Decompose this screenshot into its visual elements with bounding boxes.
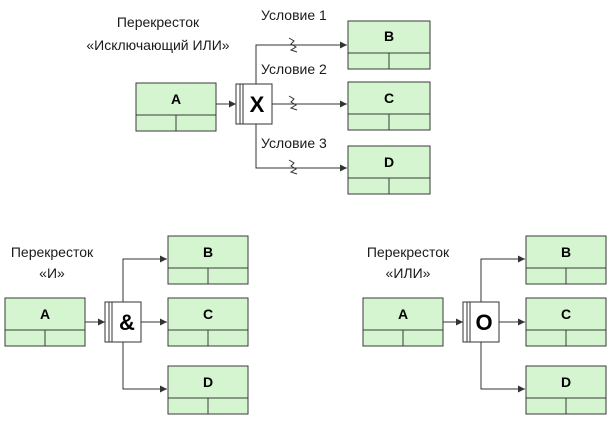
or-source-box-a: A bbox=[362, 297, 444, 347]
and-target-box-b: B bbox=[167, 235, 249, 285]
xor-branch-b-arrow bbox=[255, 41, 347, 84]
xor-source-box-a: A bbox=[135, 82, 217, 132]
or-target-box-d: D bbox=[525, 365, 607, 415]
and-junction: & bbox=[104, 301, 142, 343]
and-source-box-a: A bbox=[4, 297, 86, 347]
xor-caption-line2: «Исключающий ИЛИ» bbox=[86, 37, 229, 53]
and-target-c-label: C bbox=[203, 306, 213, 322]
or-branch-d-arrow bbox=[480, 342, 525, 393]
xor-target-box-b: B bbox=[347, 20, 431, 70]
and-caption-line2: «И» bbox=[39, 265, 65, 281]
and-target-d-label: D bbox=[203, 374, 213, 390]
and-diagram: Перекресток «И» A & B C bbox=[4, 235, 249, 415]
xor-diagram: Перекресток «Исключающий ИЛИ» A X Услови… bbox=[86, 7, 431, 195]
or-target-box-b: B bbox=[525, 235, 607, 285]
or-source-label: A bbox=[398, 306, 408, 322]
xor-target-box-c: C bbox=[347, 81, 431, 131]
and-junction-label: & bbox=[119, 310, 135, 335]
xor-condition2-mark bbox=[288, 95, 298, 111]
and-branch-d-arrow bbox=[122, 342, 167, 393]
or-junction: O bbox=[462, 301, 500, 343]
or-junction-label: O bbox=[475, 310, 492, 335]
or-target-box-c: C bbox=[525, 297, 607, 347]
xor-junction: X bbox=[235, 83, 273, 125]
xor-source-label: A bbox=[171, 91, 181, 107]
and-branch-b-arrow bbox=[122, 255, 167, 302]
or-target-c-label: C bbox=[561, 306, 571, 322]
and-target-b-label: B bbox=[203, 244, 213, 260]
xor-condition2-label: Условие 2 bbox=[261, 61, 327, 77]
xor-target-d-label: D bbox=[384, 154, 394, 170]
xor-caption-line1: Перекресток bbox=[117, 14, 200, 30]
xor-target-c-label: C bbox=[384, 90, 394, 106]
or-target-d-label: D bbox=[561, 374, 571, 390]
xor-branch-d-arrow bbox=[255, 124, 347, 172]
xor-condition3-label: Условие 3 bbox=[261, 135, 327, 151]
xor-condition3-mark bbox=[288, 159, 298, 175]
xor-target-box-d: D bbox=[347, 145, 431, 195]
and-target-box-d: D bbox=[167, 365, 249, 415]
xor-junction-label: X bbox=[250, 92, 265, 117]
and-source-label: A bbox=[40, 306, 50, 322]
xor-target-b-label: B bbox=[384, 28, 394, 44]
or-branch-b-arrow bbox=[480, 255, 525, 302]
or-target-b-label: B bbox=[561, 244, 571, 260]
or-diagram: Перекресток «ИЛИ» A O B C bbox=[362, 235, 607, 415]
xor-condition1-label: Условие 1 bbox=[261, 7, 327, 23]
and-caption-line1: Перекресток bbox=[11, 244, 94, 260]
xor-condition1-mark bbox=[288, 37, 298, 53]
or-caption-line1: Перекресток bbox=[367, 244, 450, 260]
and-target-box-c: C bbox=[167, 297, 249, 347]
or-caption-line2: «ИЛИ» bbox=[386, 265, 431, 281]
